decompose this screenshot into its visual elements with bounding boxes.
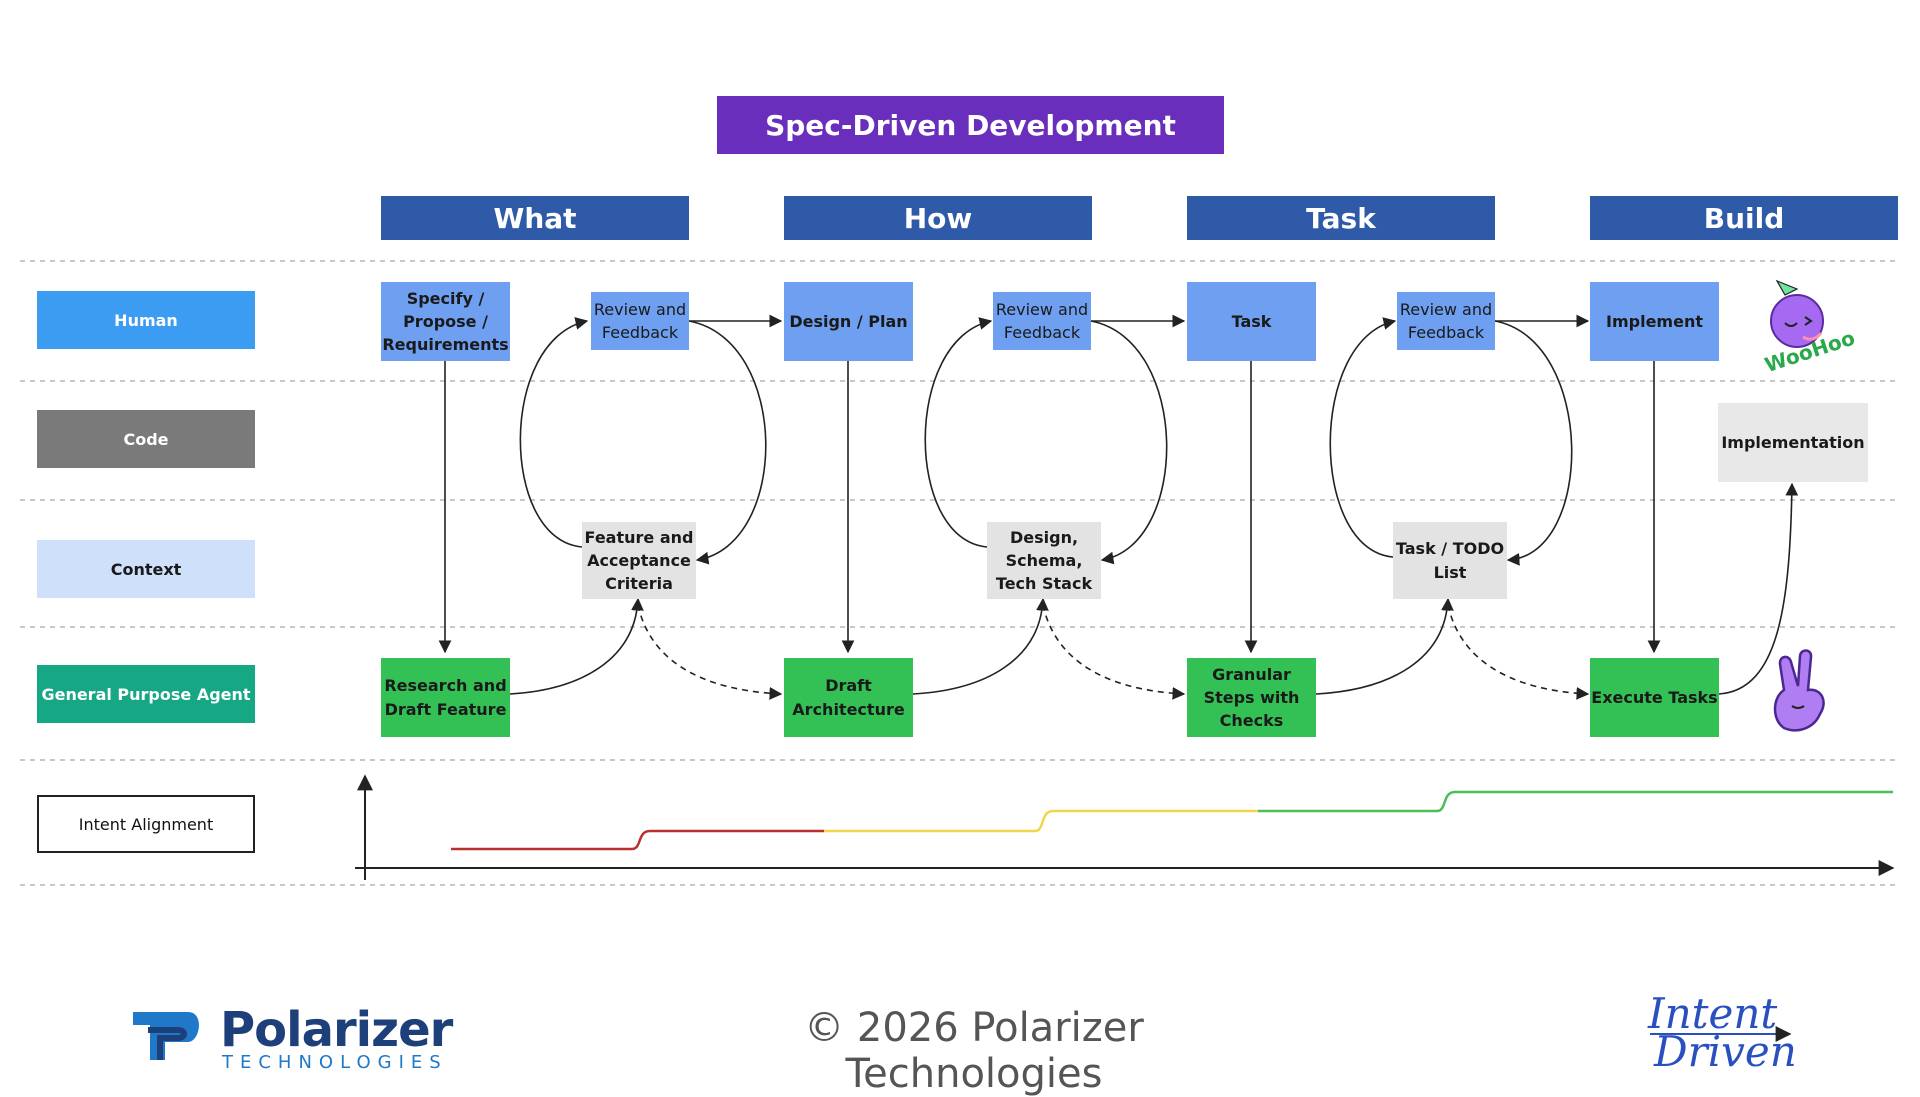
node-granular-steps: Granular Steps with Checks (1187, 658, 1316, 737)
node-specify-requirements: Specify / Propose / Requirements (381, 282, 510, 361)
lane-intent-alignment: Intent Alignment (37, 795, 255, 853)
alignment-red-segment (451, 829, 824, 851)
phase-what: What (381, 196, 689, 240)
lane-code: Code (37, 410, 255, 468)
woohoo-sticker-icon: WooHoo (1762, 279, 1858, 377)
intent-driven-line2: Driven (1654, 1026, 1797, 1076)
lane-separators (20, 260, 1895, 886)
node-implementation: Implementation (1718, 403, 1868, 482)
polarizer-logo-icon (133, 1012, 199, 1060)
lane-human: Human (37, 291, 255, 349)
node-implement: Implement (1590, 282, 1719, 361)
flow-arrows (438, 314, 1799, 700)
peace-hand-icon (1773, 649, 1825, 732)
phase-how: How (784, 196, 1092, 240)
node-review-feedback-task: Review and Feedback (1397, 292, 1495, 350)
intent-alignment-chart (355, 774, 1895, 880)
intent-driven-logo: Intent Driven (1648, 989, 1797, 1076)
node-design-schema-tech-stack: Design, Schema, Tech Stack (987, 522, 1101, 599)
alignment-green-segment (1258, 790, 1893, 813)
copyright-text: © 2026 Polarizer Technologies (804, 1005, 1144, 1097)
node-execute-tasks: Execute Tasks (1590, 658, 1719, 737)
node-review-feedback-how: Review and Feedback (993, 292, 1091, 350)
lane-agent: General Purpose Agent (37, 665, 255, 723)
node-task: Task (1187, 282, 1316, 361)
node-feature-acceptance-criteria: Feature and Acceptance Criteria (582, 522, 696, 599)
phase-task: Task (1187, 196, 1495, 240)
alignment-yellow-segment (824, 809, 1258, 833)
node-task-todo-list: Task / TODO List (1393, 522, 1507, 599)
node-draft-architecture: Draft Architecture (784, 658, 913, 737)
node-research-draft-feature: Research and Draft Feature (381, 658, 510, 737)
polarizer-logo-sub: TECHNOLOGIES (222, 1052, 448, 1073)
intent-driven-line1: Intent (1648, 989, 1778, 1038)
diagram-title: Spec-Driven Development (717, 96, 1224, 154)
node-review-feedback-what: Review and Feedback (591, 292, 689, 350)
polarizer-logo-name: Polarizer (220, 1002, 453, 1058)
lane-context: Context (37, 540, 255, 598)
phase-build: Build (1590, 196, 1898, 240)
node-design-plan: Design / Plan (784, 282, 913, 361)
